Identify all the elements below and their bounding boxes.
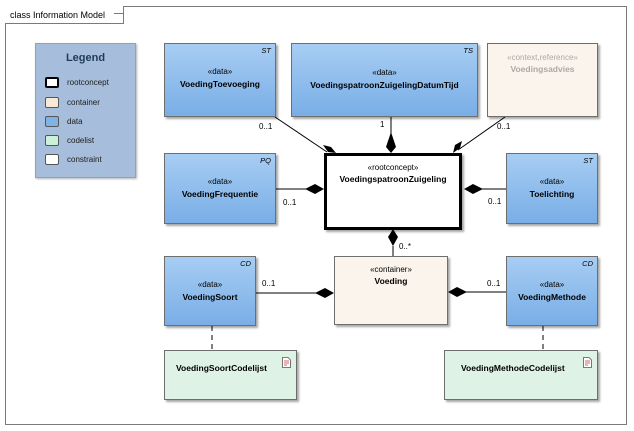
multiplicity-toevoeging: 0..1 xyxy=(259,122,273,131)
class-name: Voeding xyxy=(374,276,408,286)
class-voedingsadvies[interactable]: «context,reference» Voedingsadvies xyxy=(487,43,598,117)
multiplicity-datumtijd: 1 xyxy=(380,120,385,129)
document-icon xyxy=(583,357,592,368)
type-tag: ST xyxy=(583,156,593,165)
multiplicity-soort: 0..1 xyxy=(262,279,276,288)
legend-swatch xyxy=(45,154,59,165)
class-voeding-frequentie[interactable]: PQ «data» VoedingFrequentie xyxy=(164,153,276,224)
multiplicity-methode: 0..1 xyxy=(487,279,501,288)
class-name: VoedingMethodeCodelijst xyxy=(461,363,565,373)
diamond-voeding xyxy=(388,229,398,246)
class-name: VoedingFrequentie xyxy=(181,189,259,199)
diamond-datumtijd xyxy=(386,132,396,153)
class-voedingspatroon-zuigeling[interactable]: «rootconcept» VoedingspatroonZuigeling xyxy=(324,153,462,230)
type-tag: ST xyxy=(261,46,271,55)
legend-swatch xyxy=(45,97,59,108)
legend-swatch xyxy=(45,77,59,88)
class-voeding-soort[interactable]: CD «data» VoedingSoort xyxy=(164,256,256,326)
type-tag: CD xyxy=(240,259,251,268)
class-name: Toelichting xyxy=(529,189,575,199)
class-voeding-toevoeging[interactable]: ST «data» VoedingToevoeging xyxy=(164,43,276,117)
diamond-toevoeging xyxy=(323,145,336,153)
document-icon xyxy=(282,357,291,368)
legend-title: Legend xyxy=(65,52,106,64)
multiplicity-voeding: 0..* xyxy=(399,242,412,251)
stereotype-label: «rootconcept» xyxy=(367,163,419,172)
type-tag: CD xyxy=(582,259,593,268)
diamond-advies xyxy=(453,141,462,153)
diamond-soort xyxy=(315,288,334,298)
class-name: VoedingToevoeging xyxy=(180,79,260,89)
class-name: VoedingspatroonZuigelingDatumTijd xyxy=(310,80,459,90)
diamond-methode xyxy=(448,287,467,297)
multiplicity-frequentie: 0..1 xyxy=(283,198,297,207)
stereotype-label: «container» xyxy=(370,265,412,274)
stereotype-label: «data» xyxy=(372,68,397,77)
class-toelichting[interactable]: ST «data» Toelichting xyxy=(506,153,598,224)
type-tag: TS xyxy=(463,46,473,55)
legend-swatch xyxy=(45,135,59,146)
stereotype-label: «data» xyxy=(207,67,233,76)
type-tag: PQ xyxy=(260,156,271,165)
class-name: Voedingsadvies xyxy=(510,64,575,74)
class-name: VoedingspatroonZuigeling xyxy=(339,174,447,184)
multiplicity-toelichting: 0..1 xyxy=(488,197,502,206)
class-name: VoedingSoort xyxy=(182,292,238,302)
codelist-voeding-soort[interactable]: VoedingSoortCodelijst xyxy=(164,350,297,400)
diamond-toelichting xyxy=(464,184,483,194)
legend: Legend rootconcept container data codeli… xyxy=(35,43,136,178)
stereotype-label: «context,reference» xyxy=(507,53,578,62)
legend-swatch xyxy=(45,116,59,127)
class-voeding[interactable]: «container» Voeding xyxy=(334,256,448,325)
class-voedingspatroon-datumtijd[interactable]: TS «data» VoedingspatroonZuigelingDatumT… xyxy=(291,43,478,117)
codelist-voeding-methode[interactable]: VoedingMethodeCodelijst xyxy=(444,350,598,400)
link-toevoeging xyxy=(274,116,328,153)
multiplicity-advies: 0..1 xyxy=(497,122,511,131)
link-advies xyxy=(457,116,506,151)
class-name: VoedingSoortCodelijst xyxy=(176,363,267,373)
stereotype-label: «data» xyxy=(207,177,233,186)
stereotype-label: «data» xyxy=(539,280,565,289)
stereotype-label: «data» xyxy=(539,177,565,186)
class-name: VoedingMethode xyxy=(518,292,586,302)
stereotype-label: «data» xyxy=(197,280,223,289)
diagram-frame-title: class Information Model xyxy=(5,6,125,24)
diamond-frequentie xyxy=(305,184,324,194)
class-voeding-methode[interactable]: CD «data» VoedingMethode xyxy=(506,256,598,326)
